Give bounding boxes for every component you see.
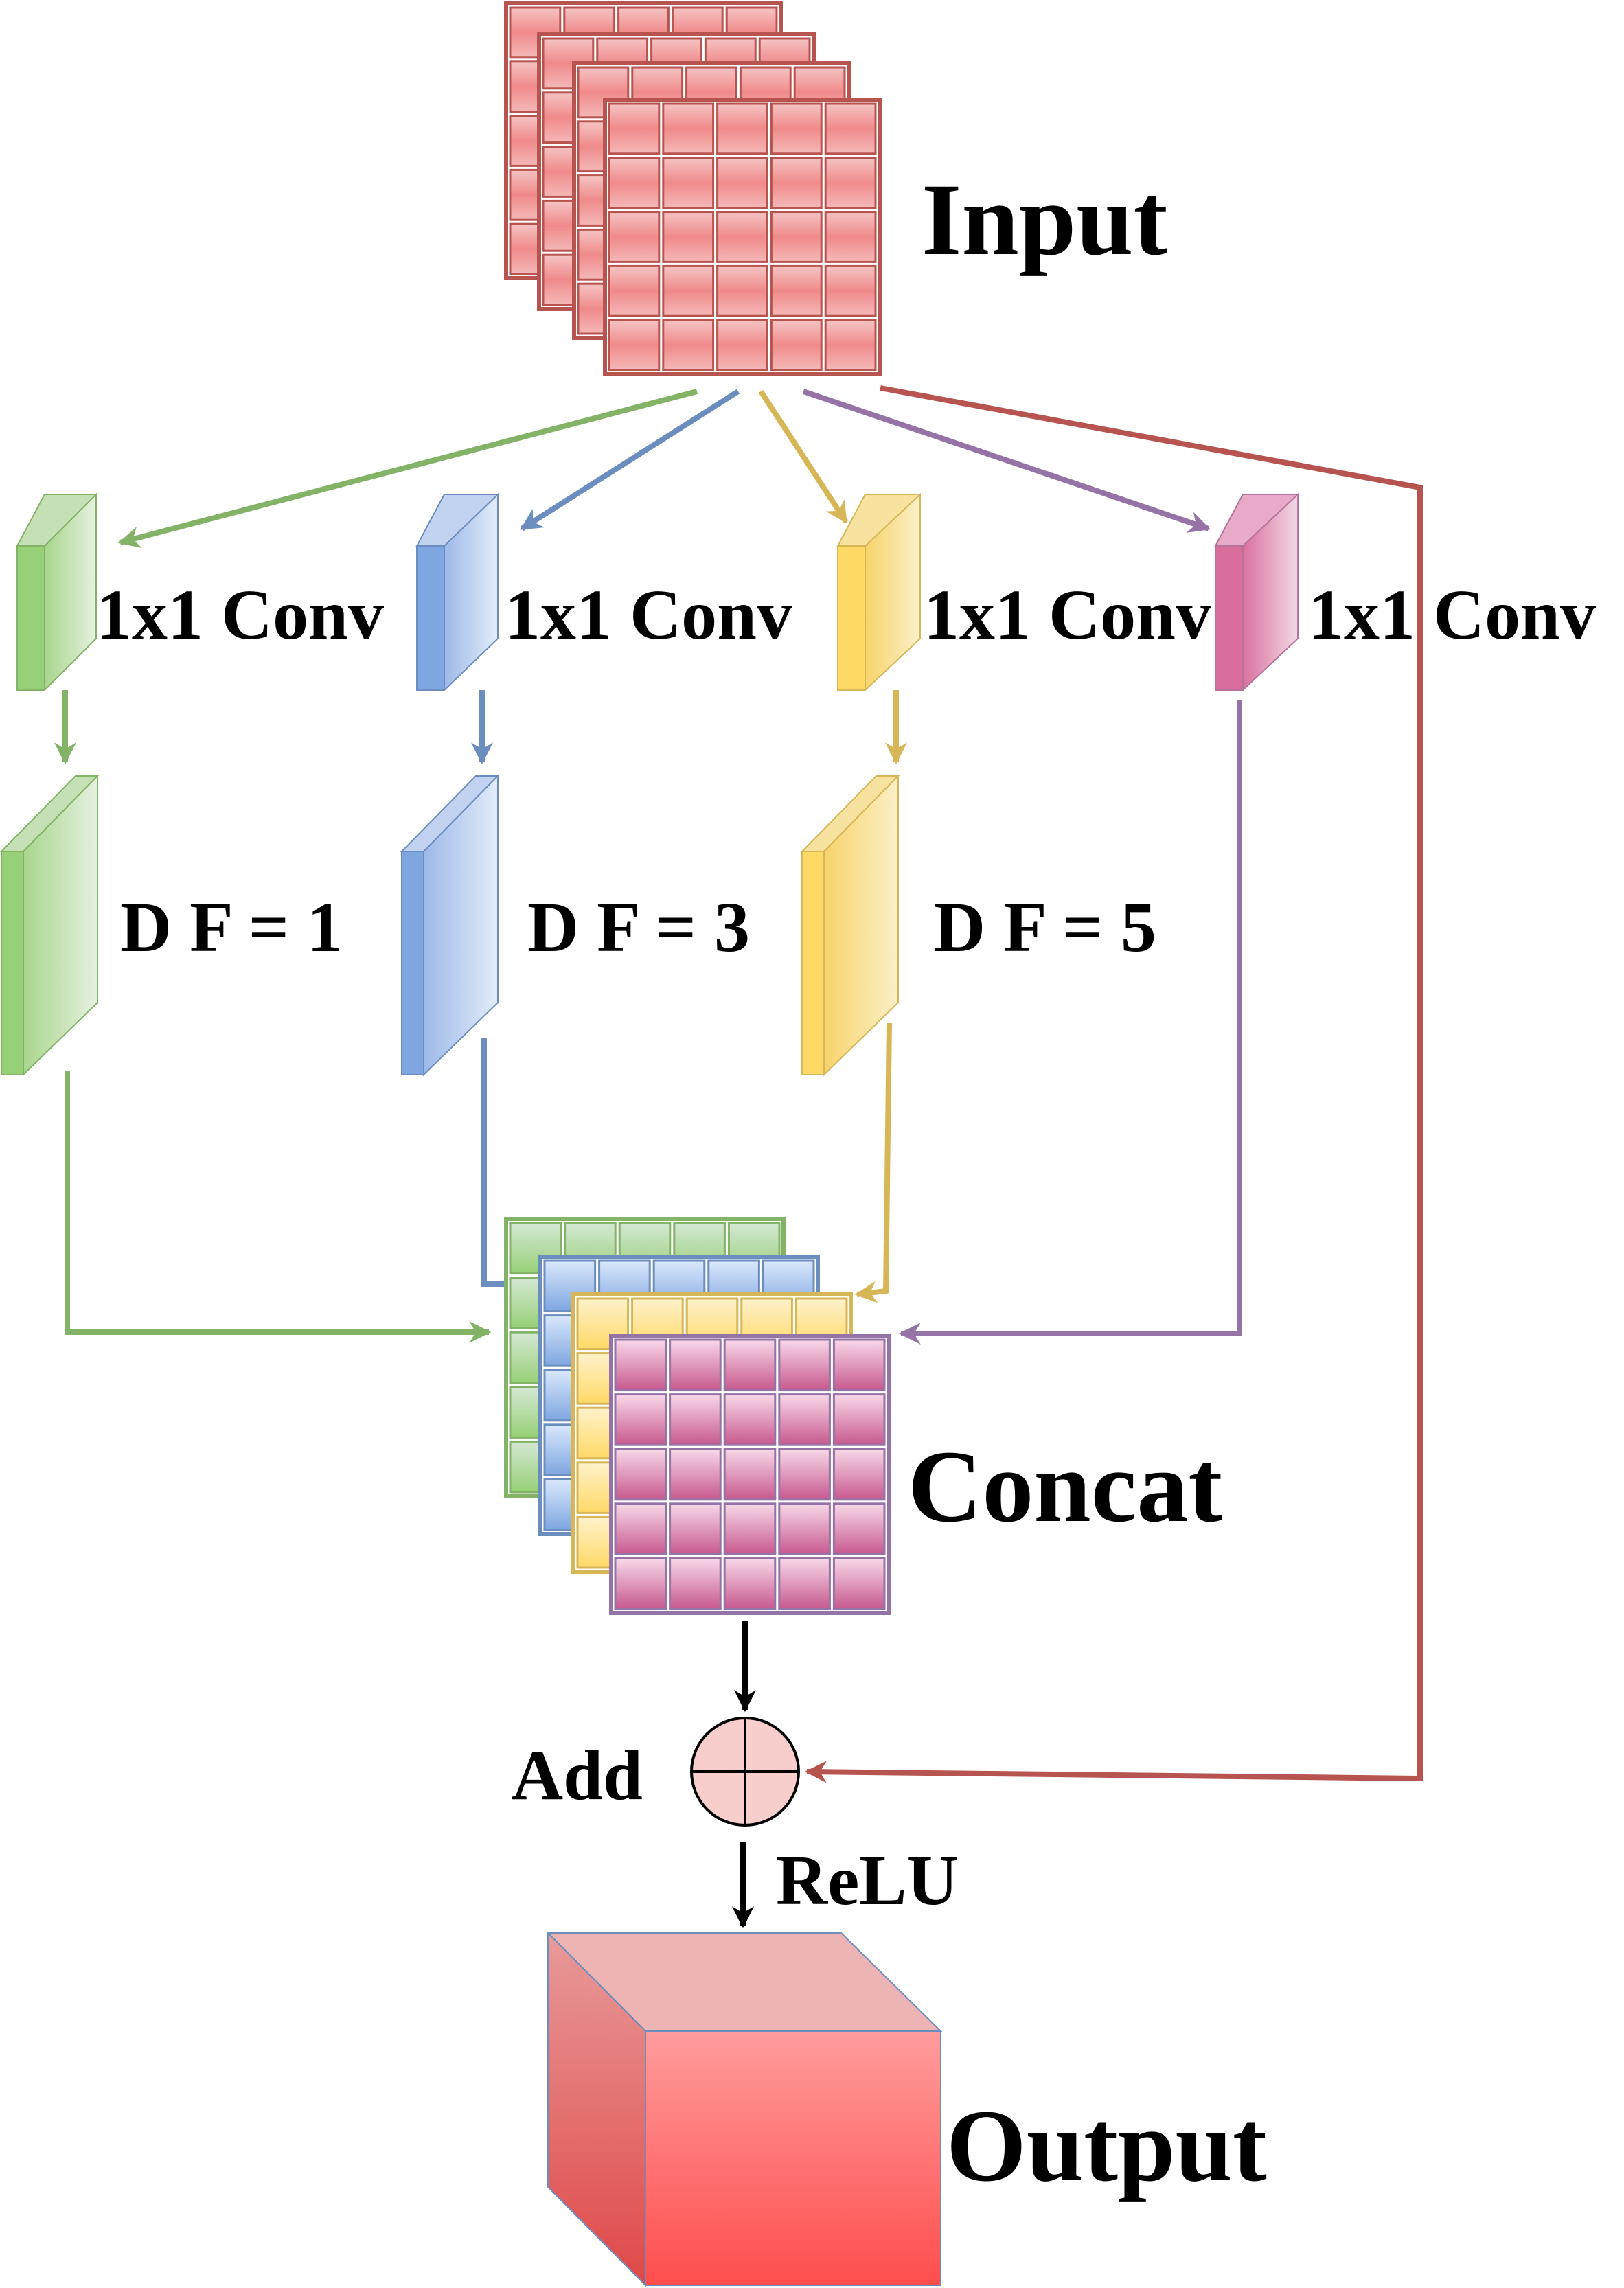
- relu-label: ReLU: [776, 1841, 959, 1920]
- df5-label: D F = 5: [934, 888, 1156, 967]
- grid-cell: [723, 1557, 777, 1610]
- grid-cell: [716, 264, 768, 317]
- grid-cell: [669, 1502, 722, 1555]
- grid-cell: [608, 102, 661, 155]
- grid-cell: [614, 1448, 667, 1501]
- dilated-conv-block-blue: [400, 774, 500, 1077]
- conv-label-blue: 1x1 Conv: [505, 575, 792, 654]
- grid-cell: [608, 319, 661, 371]
- grid-cell: [778, 1557, 831, 1610]
- conv-label-purple: 1x1 Conv: [1308, 575, 1596, 654]
- grid-cell: [662, 319, 715, 371]
- grid-cell: [662, 211, 715, 263]
- dilated-conv-block-yellow: [800, 774, 900, 1077]
- grid-cell: [723, 1338, 777, 1392]
- grid-cell: [662, 102, 715, 155]
- grid-cell: [770, 157, 823, 209]
- grid-cell: [770, 319, 823, 371]
- grid-cell: [662, 157, 715, 209]
- grid-cell: [608, 211, 661, 263]
- conv-label-green: 1x1 Conv: [96, 575, 384, 654]
- grid-cell: [778, 1502, 831, 1555]
- df3-label: D F = 3: [527, 888, 750, 967]
- grid-cell: [669, 1393, 722, 1446]
- grid-cell: [824, 211, 877, 263]
- arrow-input-to-conv-green: [117, 389, 698, 549]
- output-cube: [546, 1931, 943, 2287]
- grid-cell: [723, 1393, 777, 1446]
- df1-label: D F = 1: [120, 888, 343, 967]
- grid-cell: [669, 1338, 722, 1392]
- grid-cell: [824, 264, 877, 317]
- output-label: Output: [946, 2089, 1267, 2203]
- add-label: Add: [512, 1736, 643, 1815]
- arrow-df5-to-concat: [854, 1022, 892, 1303]
- grid-cell: [716, 157, 768, 209]
- grid-cell: [608, 264, 661, 317]
- grid-cell: [770, 264, 823, 317]
- grid-cell: [770, 211, 823, 263]
- conv-block-yellow: [836, 492, 922, 692]
- grid-cell: [669, 1557, 722, 1610]
- grid-cell: [832, 1557, 886, 1610]
- input-label: Input: [922, 163, 1168, 277]
- concat-label: Concat: [908, 1430, 1222, 1544]
- grid-cell: [608, 157, 661, 209]
- circle-plus-icon: [690, 1717, 800, 1827]
- grid-cell: [716, 211, 768, 263]
- grid-cell: [723, 1502, 777, 1555]
- grid-cell: [824, 102, 877, 155]
- grid-cell: [824, 157, 877, 209]
- arrow-input-to-conv-blue: [520, 389, 740, 531]
- arrow-conv-purple-to-concat: [898, 700, 1242, 1345]
- conv-block-purple: [1214, 492, 1299, 692]
- grid-cell: [778, 1338, 831, 1392]
- grid-cell: [614, 1393, 667, 1446]
- grid-cell: [614, 1557, 667, 1610]
- dilated-conv-block-green: [0, 774, 100, 1077]
- grid-cell: [832, 1393, 886, 1446]
- conv-label-yellow: 1x1 Conv: [924, 575, 1211, 654]
- grid-cell: [832, 1502, 886, 1555]
- grid-cell: [669, 1448, 722, 1501]
- grid-cell: [824, 319, 877, 371]
- grid-cell: [662, 264, 715, 317]
- input-grid-layer: [603, 98, 882, 376]
- grid-cell: [614, 1338, 667, 1392]
- arrow-input-to-conv-purple: [802, 389, 1211, 533]
- conv-block-green: [16, 492, 98, 692]
- input-feature-maps: [504, 1, 882, 376]
- grid-cell: [716, 102, 768, 155]
- grid-cell: [770, 102, 823, 155]
- concat-grid-purple: [609, 1334, 891, 1615]
- grid-cell: [778, 1393, 831, 1446]
- grid-cell: [716, 319, 768, 371]
- concat-feature-maps: [504, 1217, 891, 1615]
- grid-cell: [723, 1448, 777, 1501]
- arrow-input-to-conv-yellow: [758, 389, 849, 524]
- grid-cell: [778, 1448, 831, 1501]
- conv-block-blue: [415, 492, 499, 692]
- residual-connection-arrow: [804, 385, 1423, 1783]
- arrow-df1-to-concat: [65, 1071, 492, 1343]
- grid-cell: [832, 1448, 886, 1501]
- grid-cell: [614, 1502, 667, 1555]
- grid-cell: [832, 1338, 886, 1392]
